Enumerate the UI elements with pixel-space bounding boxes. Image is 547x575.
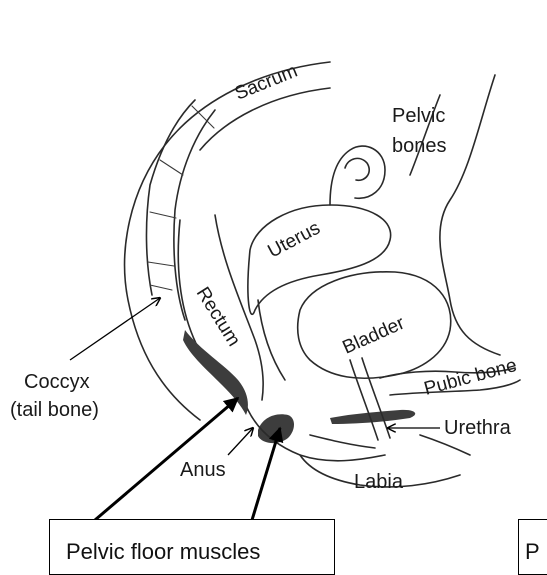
label-coccyx-line1: Coccyx: [24, 371, 90, 393]
label-pubic-bone: Pubic bone: [422, 355, 519, 400]
label-pelvic-bones-line1: Pelvic: [392, 105, 445, 127]
urethra-tube: [350, 358, 390, 440]
label-uterus: Uterus: [264, 218, 323, 263]
label-urethra: Urethra: [444, 417, 512, 439]
label-pelvic-bones-line2: bones: [392, 135, 447, 157]
label-labia: Labia: [354, 471, 404, 493]
label-bladder: Bladder: [339, 312, 408, 358]
arrow-anus: [228, 428, 253, 455]
caption-box-pelvic-floor-muscles: Pelvic floor muscles: [49, 519, 335, 575]
label-sacrum: Sacrum: [232, 61, 301, 105]
caption-box-partial: P: [518, 519, 547, 575]
caption-partial-text: P: [525, 539, 540, 564]
caption-text: Pelvic floor muscles: [66, 539, 260, 564]
pelvic-floor-muscles: [183, 330, 415, 443]
label-anus: Anus: [180, 459, 226, 481]
label-coccyx-line2: (tail bone): [10, 399, 99, 421]
arrow-coccyx: [70, 298, 160, 360]
